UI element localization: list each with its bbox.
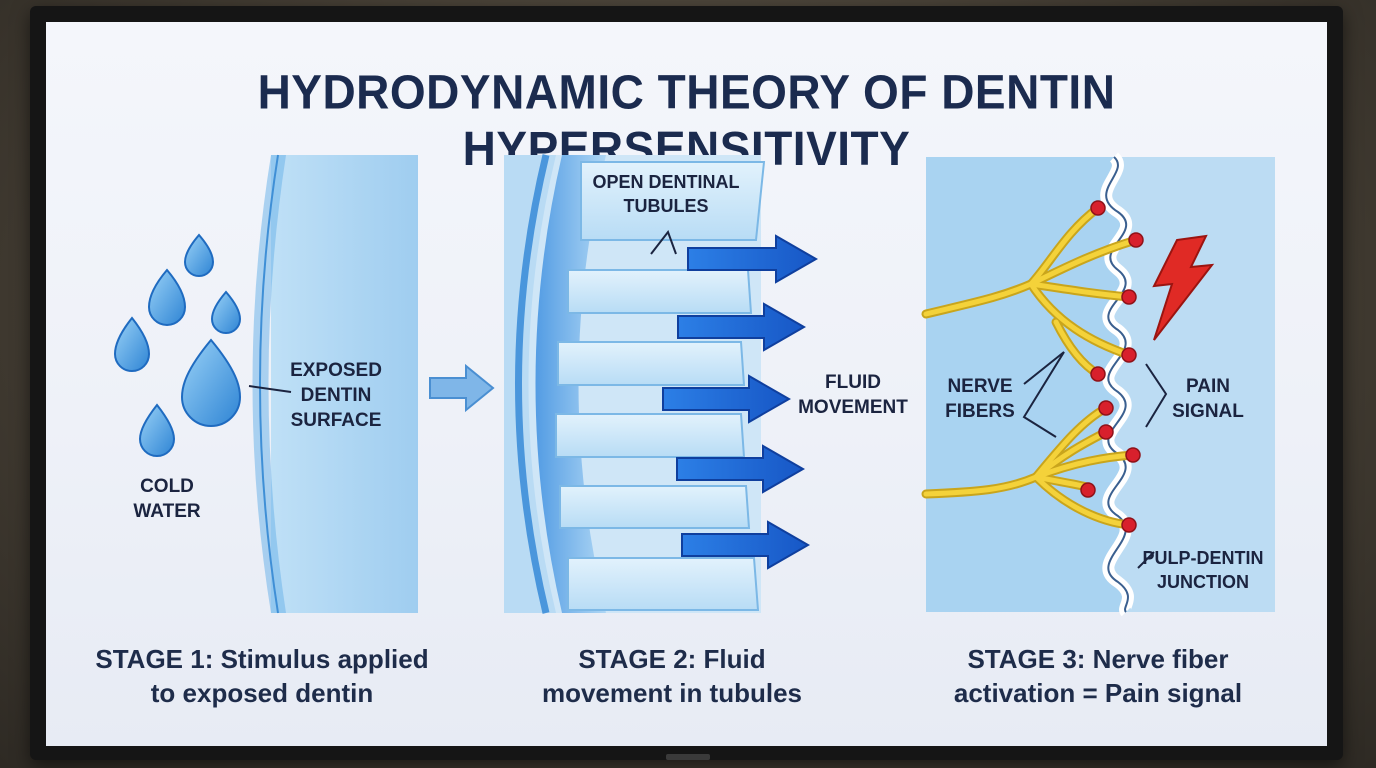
nerve-ending xyxy=(1098,424,1114,440)
stage3-panel: NERVE FIBERS PAIN SIGNAL PULP-DENTIN JUN… xyxy=(921,152,1275,617)
arrow-right-icon xyxy=(681,520,811,570)
enamel-band xyxy=(504,155,556,613)
tubule xyxy=(567,269,753,314)
nerve-ending xyxy=(1121,517,1137,533)
tubule xyxy=(557,341,746,386)
pain-leader-line xyxy=(1145,363,1168,428)
nerve-endings xyxy=(1080,200,1144,533)
arrow-right-icon xyxy=(677,302,807,352)
stage1-caption: STAGE 1: Stimulus applied to exposed den… xyxy=(52,642,472,710)
nerve-ending xyxy=(1090,366,1106,382)
tv-logo xyxy=(666,754,710,760)
dentin-block xyxy=(271,155,418,613)
nerve-ending xyxy=(1121,347,1137,363)
surface-leader-line xyxy=(248,385,292,393)
label-cold-water-1: COLD xyxy=(140,476,194,497)
junction-wave-line xyxy=(1105,156,1129,613)
label-nerve-fibers-2: FIBERS xyxy=(945,401,1015,422)
dentin-surface-line xyxy=(259,154,279,614)
water-drop-icon xyxy=(147,268,187,326)
label-pulp-dentin-2: JUNCTION xyxy=(1157,572,1249,592)
water-drop-icon xyxy=(138,403,176,457)
label-fluid-movement-2: MOVEMENT xyxy=(798,397,908,418)
stage3-caption: STAGE 3: Nerve fiber activation = Pain s… xyxy=(888,642,1308,710)
dentin-region xyxy=(1106,157,1275,612)
label-exposed-dentin-3: SURFACE xyxy=(291,410,382,431)
label-cold-water-2: WATER xyxy=(133,501,200,522)
label-exposed-dentin-1: EXPOSED xyxy=(290,360,382,381)
stage1-caption-line1: STAGE 1: Stimulus applied xyxy=(95,644,429,674)
nerve-ending xyxy=(1121,289,1137,305)
nerve-ending xyxy=(1125,447,1141,463)
tv-screen: HYDRODYNAMIC THEORY OF DENTIN HYPERSENSI… xyxy=(46,22,1327,746)
diagram-canvas: COLD WATER EXPOSED DENTIN SURFACE xyxy=(113,152,1275,617)
nerve-ending xyxy=(1128,232,1144,248)
label-pain-signal-1: PAIN xyxy=(1186,376,1230,397)
nerve-ending xyxy=(1080,482,1096,498)
nerve-ending xyxy=(1098,400,1114,416)
stage1-caption-line2: to exposed dentin xyxy=(150,678,374,708)
arrow-right-icon xyxy=(662,374,792,424)
lightning-bolt-icon xyxy=(1152,234,1215,341)
label-fluid-movement-1: FLUID xyxy=(825,372,881,393)
tubule xyxy=(567,557,760,611)
arrow-right-icon xyxy=(676,444,806,494)
nerve-ending xyxy=(1090,200,1106,216)
tubule-leader-line xyxy=(650,229,677,255)
stage2-caption-line1: STAGE 2: Fluid xyxy=(578,644,766,674)
stage2-caption-line2: movement in tubules xyxy=(541,678,803,708)
label-nerve-fibers-1: NERVE xyxy=(947,376,1012,397)
arrow-right-icon xyxy=(687,234,819,284)
junction-leader-line xyxy=(1137,551,1155,569)
outer-surface-line xyxy=(515,154,550,614)
tubule xyxy=(559,485,751,529)
nerve-leader-line xyxy=(1022,351,1065,438)
stage3-caption-line1: STAGE 3: Nerve fiber xyxy=(967,644,1229,674)
stage1-panel: COLD WATER EXPOSED DENTIN SURFACE xyxy=(113,154,418,614)
water-drop-icon xyxy=(113,316,151,372)
label-pain-signal-2: SIGNAL xyxy=(1172,401,1244,422)
nerve-fibers-upper xyxy=(921,203,1141,379)
tubule xyxy=(580,161,766,241)
label-open-tubules-2: TUBULES xyxy=(624,196,709,216)
stage2-caption: STAGE 2: Fluid movement in tubules xyxy=(462,642,882,710)
water-drop-icon xyxy=(180,338,242,427)
stage3-caption-line2: activation = Pain signal xyxy=(953,678,1243,708)
label-exposed-dentin-2: DENTIN xyxy=(301,385,372,406)
label-open-tubules-1: OPEN DENTINAL xyxy=(592,172,739,192)
stage2-panel: OPEN DENTINAL TUBULES FLUID MOVEMENT xyxy=(504,154,908,614)
label-pulp-dentin-1: PULP-DENTIN xyxy=(1143,548,1264,568)
dentin-surface-edge xyxy=(252,155,286,613)
water-drop-icon xyxy=(183,233,215,277)
water-drop-icon xyxy=(210,290,242,334)
tubule xyxy=(555,413,746,458)
arrow-right-icon xyxy=(429,363,495,413)
